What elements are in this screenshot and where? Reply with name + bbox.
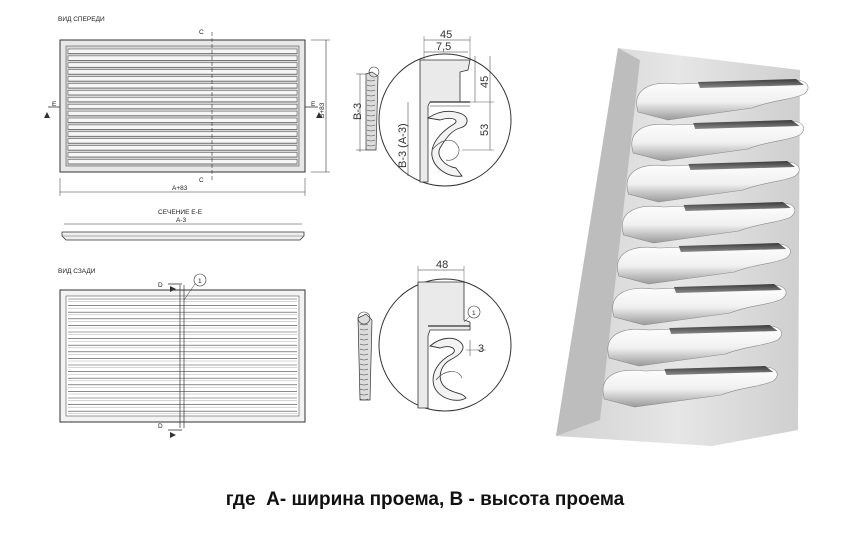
detail-callout: 1: [472, 310, 476, 317]
front-slat: [67, 131, 298, 137]
louver-blade: [622, 202, 796, 244]
front-slat: [67, 90, 298, 96]
louver-blade: [626, 161, 800, 203]
section-ee: СЕЧЕНИЕ Е-Е A-3: [61, 209, 305, 241]
front-slat: [67, 55, 298, 61]
front-slat: [67, 138, 298, 144]
rear-callout: 1: [198, 278, 202, 285]
front-view-title: ВИД СПЕРЕДИ: [58, 16, 105, 23]
detail-offset-dim: 7,5: [436, 41, 451, 53]
section-mark-e-right: E: [311, 101, 316, 108]
section-mark-e-left: E: [52, 101, 57, 108]
side-profile-bottom: [357, 311, 373, 401]
front-slat: [67, 103, 298, 110]
louver-blade: [636, 79, 809, 121]
front-slat: [67, 159, 298, 165]
detail-small-dim: B-3: [352, 103, 364, 120]
caption-prefix: где: [225, 489, 256, 510]
section-mark-c-bottom: C: [199, 177, 204, 184]
front-slat: [67, 117, 298, 123]
section-ee-width-dim: A-3: [176, 217, 187, 224]
front-slat: [67, 83, 298, 89]
rear-view: ВИД СЗАДИ D D 1: [58, 268, 306, 438]
caption-text: А- ширина проема, В - высота проема: [266, 489, 625, 510]
rear-louver-slats: [68, 298, 297, 414]
louver-blade: [617, 243, 791, 285]
front-width-dim: A+83: [172, 185, 188, 192]
front-slat: [67, 110, 298, 116]
section-mark-d-bottom: D: [158, 423, 163, 430]
detail-gap-dim: 3: [478, 343, 484, 355]
front-slat: [67, 97, 298, 103]
louver-3d-render: [556, 48, 809, 446]
side-profile-top: B-3: [352, 66, 380, 152]
detail-circle-top: 45 7,5 45 53 B-3 (A-3): [378, 29, 512, 187]
detail-lower-dim: 53: [479, 124, 491, 136]
louver-blade: [612, 284, 787, 326]
detail-total-dim: 45: [440, 29, 452, 41]
detail-width-dim: 48: [436, 259, 448, 271]
section-ee-title: СЕЧЕНИЕ Е-Е: [158, 209, 203, 216]
section-mark-c-top: C: [199, 29, 204, 36]
front-louver-slats: [67, 48, 298, 165]
louver-blade: [631, 120, 804, 162]
caption: где А- ширина проема, В - высота проема: [0, 489, 850, 511]
louver-blade: [602, 366, 778, 408]
detail-right-dim: 45: [479, 76, 491, 88]
front-slat: [67, 76, 298, 82]
front-slat: [67, 145, 298, 151]
front-slat: [67, 152, 298, 158]
front-slat: [67, 124, 298, 130]
detail-circle-bottom: 48 3 1: [378, 259, 512, 412]
front-slat: [67, 48, 298, 54]
section-mark-d-top: D: [158, 282, 163, 289]
detail-height-dim: B-3 (A-3): [397, 123, 409, 168]
front-view: ВИД СПЕРЕДИ C C E E A+83 B+83: [44, 16, 330, 196]
front-height-dim: B+83: [319, 102, 326, 118]
front-slat: [67, 62, 298, 68]
rear-view-title: ВИД СЗАДИ: [58, 268, 96, 275]
front-slat: [67, 69, 298, 75]
louver-blade: [607, 325, 782, 367]
